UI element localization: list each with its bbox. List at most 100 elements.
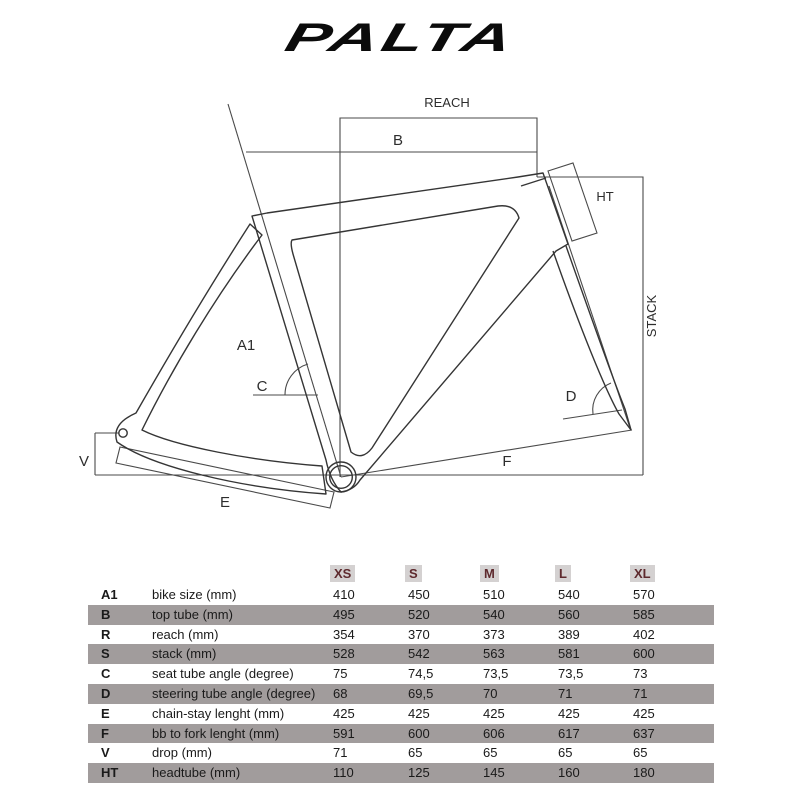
rear-triangle-outline: [115, 223, 327, 495]
size-header-s: S: [405, 565, 422, 582]
seat-angle-arc: [284, 363, 309, 396]
row-name: bike size (mm): [152, 587, 237, 602]
bb-to-fork-label: F: [502, 453, 511, 470]
row-value-m: 510: [483, 587, 505, 602]
row-name: stack (mm): [152, 646, 217, 662]
row-value-xs: 75: [333, 666, 348, 682]
row-value-m: 70: [483, 685, 498, 701]
dimension-lines: [94, 103, 644, 509]
stack-dimension-box: [537, 176, 644, 475]
row-value-m: 563: [483, 646, 505, 662]
row-value-xl: 402: [633, 626, 655, 642]
row-name: chain-stay lenght (mm): [152, 705, 285, 721]
bb-to-fork-dimension-line: [340, 429, 633, 478]
row-value-xs: 425: [333, 705, 355, 721]
row-name: headtube (mm): [152, 765, 241, 781]
spec-table-header: XS S M L XL: [88, 564, 714, 585]
headtube-dimension-box: [547, 162, 598, 242]
row-value-l: 73,5: [558, 666, 584, 682]
size-header-xs: XS: [330, 565, 356, 582]
bike-geometry-diagram: REACH B HT STACK A1 C D E F V: [79, 95, 659, 511]
row-value-l: 65: [558, 745, 573, 761]
row-letter: V: [101, 745, 110, 761]
top-tube-label: B: [393, 132, 403, 149]
row-value-m: 65: [483, 745, 498, 761]
row-value-l: 617: [558, 725, 580, 741]
row-value-xl: 73: [633, 666, 648, 682]
row-letter: A1: [101, 587, 118, 602]
row-value-m: 373: [483, 626, 505, 642]
size-header-m: M: [480, 565, 499, 582]
dimension-labels: REACH B HT STACK A1 C D E F V: [79, 95, 659, 511]
frame-outline: [115, 172, 632, 495]
row-value-xs: 71: [333, 745, 348, 761]
row-letter: R: [101, 626, 111, 642]
row-value-xl: 600: [633, 646, 655, 662]
reach-label: REACH: [424, 95, 470, 110]
size-header-l: L: [555, 565, 571, 582]
stack-label: STACK: [644, 294, 659, 337]
row-value-s: 425: [408, 705, 430, 721]
row-letter: D: [101, 685, 111, 701]
row-value-s: 542: [408, 646, 430, 662]
row-value-l: 425: [558, 705, 580, 721]
row-value-m: 73,5: [483, 666, 509, 682]
row-name: seat tube angle (degree): [152, 666, 294, 682]
row-value-xs: 110: [333, 765, 354, 781]
head-tube-label: HT: [596, 189, 613, 204]
front-triangle-cutout: [290, 205, 520, 457]
row-value-xl: 65: [633, 745, 648, 761]
row-name: reach (mm): [152, 626, 219, 642]
drop-label: V: [79, 453, 89, 470]
row-letter: S: [101, 646, 110, 662]
row-value-s: 65: [408, 745, 423, 761]
row-value-xl: 585: [633, 606, 655, 622]
row-value-s: 69,5: [408, 685, 434, 701]
chainstay-dimension-box: [115, 446, 335, 509]
steer-angle-label: D: [566, 388, 577, 405]
steer-angle-reference-line: [562, 409, 623, 420]
row-value-xl: 637: [633, 725, 655, 741]
reach-dimension-box: [339, 117, 538, 477]
row-value-s: 370: [408, 626, 430, 642]
row-name: drop (mm): [152, 745, 212, 761]
row-name: top tube (mm): [152, 606, 233, 622]
seat-axis-line: [227, 103, 342, 478]
headset-cap-line: [520, 177, 547, 187]
row-value-l: 160: [558, 765, 580, 781]
row-value-l: 560: [558, 606, 580, 622]
row-value-xl: 570: [633, 587, 655, 602]
size-header-xl: XL: [630, 565, 655, 582]
row-letter: C: [101, 666, 111, 682]
seat-angle-label: C: [257, 378, 268, 395]
row-value-xl: 71: [633, 685, 648, 701]
row-value-s: 600: [408, 725, 430, 741]
row-value-xl: 180: [633, 765, 655, 781]
bottom-bracket-outer-circle: [325, 461, 357, 493]
row-name: bb to fork lenght (mm): [152, 725, 280, 741]
row-value-m: 540: [483, 606, 505, 622]
row-letter: E: [101, 705, 110, 721]
row-value-l: 540: [558, 587, 580, 602]
row-value-s: 74,5: [408, 666, 434, 682]
steer-angle-arc: [592, 382, 612, 415]
row-value-m: 145: [483, 765, 505, 781]
row-letter: F: [101, 725, 109, 741]
row-value-s: 520: [408, 606, 430, 622]
fork-blade-outer: [552, 250, 632, 431]
row-value-m: 425: [483, 705, 505, 721]
row-value-s: 450: [408, 587, 430, 602]
row-value-xs: 591: [333, 725, 355, 741]
row-value-xl: 425: [633, 705, 655, 721]
